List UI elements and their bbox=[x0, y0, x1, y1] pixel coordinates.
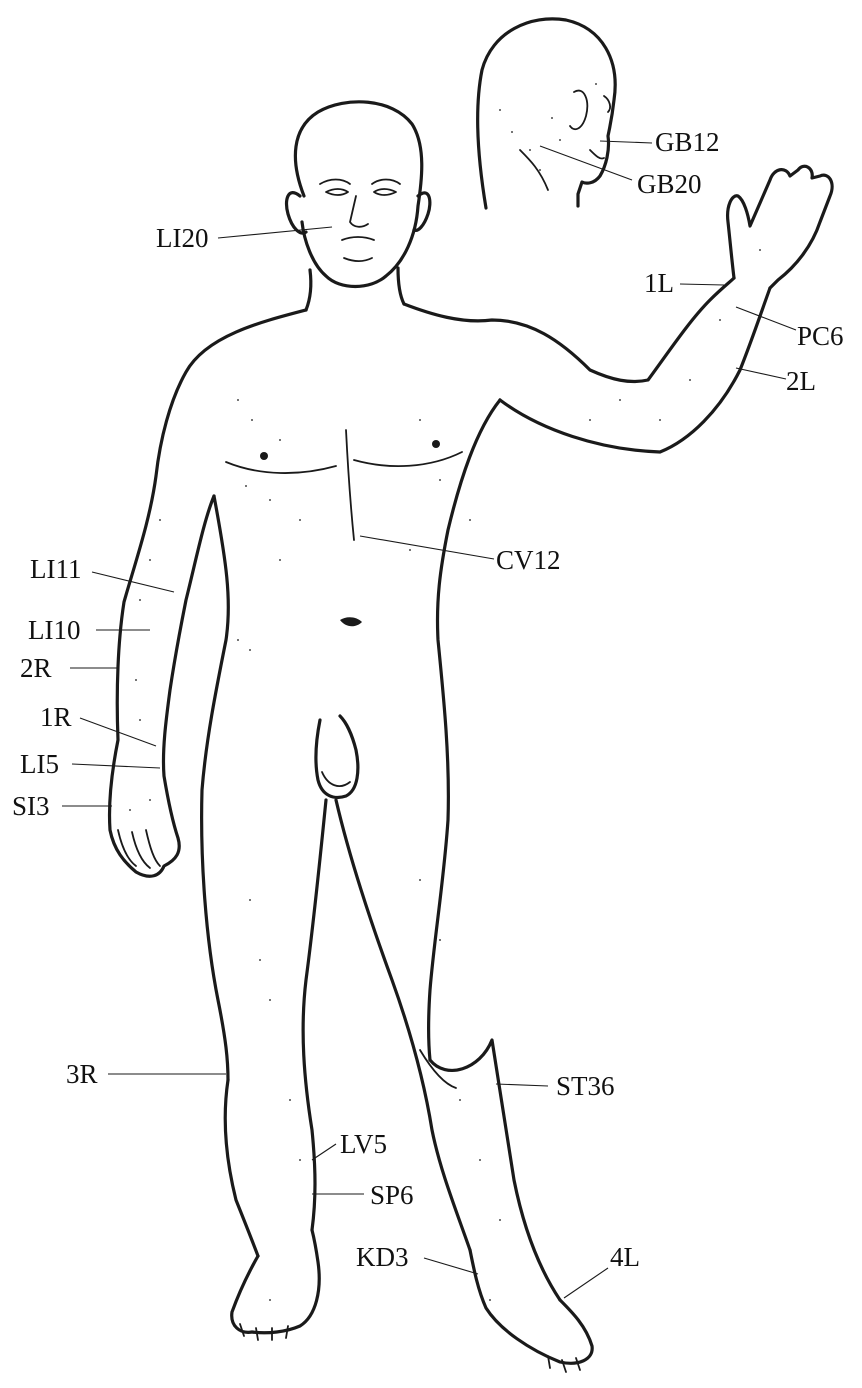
label-2l: 2L bbox=[786, 366, 816, 396]
label-st36: ST36 bbox=[556, 1071, 615, 1101]
label-1l: 1L bbox=[644, 268, 674, 298]
label-pc6: PC6 bbox=[797, 321, 844, 351]
label-lv5: LV5 bbox=[340, 1129, 387, 1159]
leader-1l bbox=[680, 284, 724, 285]
label-gb12: GB12 bbox=[655, 127, 720, 157]
leader-li20 bbox=[218, 227, 332, 238]
label-kd3: KD3 bbox=[356, 1242, 409, 1272]
leader-kd3 bbox=[424, 1258, 478, 1274]
label-1r: 1R bbox=[40, 702, 72, 732]
label-li11: LI11 bbox=[30, 554, 81, 584]
label-4l: 4L bbox=[610, 1242, 640, 1272]
leader-li5 bbox=[72, 764, 160, 768]
leader-lv5 bbox=[312, 1144, 336, 1160]
label-3r: 3R bbox=[66, 1059, 98, 1089]
leader-lines bbox=[62, 141, 796, 1298]
leader-gb20 bbox=[540, 146, 632, 180]
head-inset-drawing bbox=[478, 19, 615, 208]
label-li5: LI5 bbox=[20, 749, 59, 779]
label-si3: SI3 bbox=[12, 791, 50, 821]
leader-2l bbox=[736, 368, 786, 379]
leader-4l bbox=[564, 1268, 608, 1298]
label-li10: LI10 bbox=[28, 615, 80, 645]
label-cv12: CV12 bbox=[496, 545, 561, 575]
leader-st36 bbox=[496, 1084, 548, 1086]
label-2r: 2R bbox=[20, 653, 52, 683]
label-sp6: SP6 bbox=[370, 1180, 414, 1210]
label-gb20: GB20 bbox=[637, 169, 702, 199]
label-li20: LI20 bbox=[156, 223, 208, 253]
leader-cv12 bbox=[360, 536, 494, 559]
body-drawing bbox=[109, 102, 832, 1372]
leader-pc6 bbox=[736, 307, 796, 330]
